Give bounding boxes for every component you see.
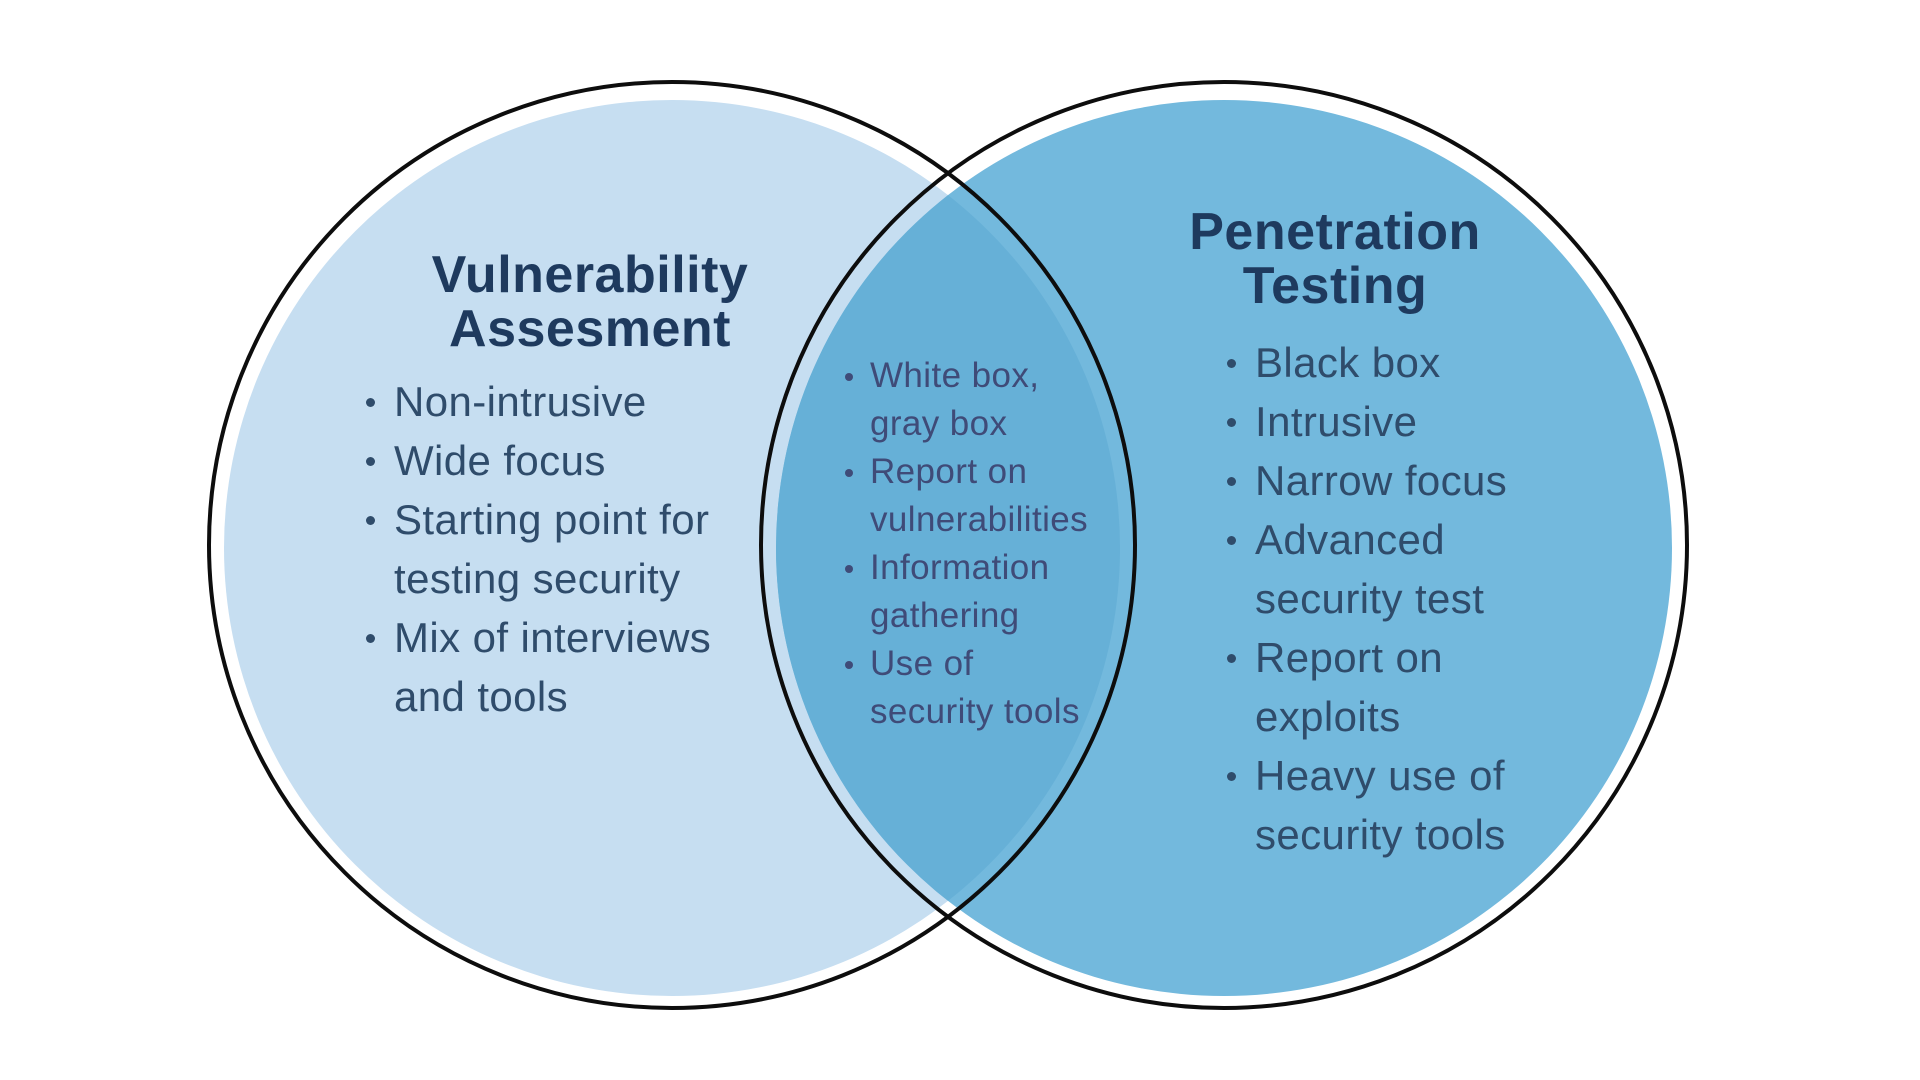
bullet-icon: [845, 373, 853, 381]
list-item-text: Mix of interviews and tools: [394, 614, 712, 720]
overlap-region-fill: [776, 100, 1120, 996]
bullet-icon: [845, 469, 853, 477]
list-item: Report on vulnerabilities: [845, 448, 1145, 544]
bullet-icon: [1227, 536, 1236, 545]
list-item-text: Wide focus: [394, 437, 606, 484]
list-item: Non-intrusive: [366, 372, 826, 431]
list-item: Mix of interviews and tools: [366, 608, 826, 726]
list-item: Use of security tools: [845, 640, 1145, 736]
list-item: Intrusive: [1227, 392, 1627, 451]
list-item: Narrow focus: [1227, 451, 1627, 510]
list-item-text: Intrusive: [1255, 398, 1418, 445]
bullet-icon: [1227, 418, 1236, 427]
bullet-icon: [845, 661, 853, 669]
list-item-text: Starting point for testing security: [394, 496, 710, 602]
list-item-text: White box, gray box: [870, 356, 1040, 443]
bullet-icon: [1227, 654, 1236, 663]
list-item: Wide focus: [366, 431, 826, 490]
list-item-text: Non-intrusive: [394, 378, 647, 425]
list-item-text: Report on vulnerabilities: [870, 452, 1089, 539]
list-item-text: Advanced security test: [1255, 516, 1485, 622]
list-item-text: Use of security tools: [870, 644, 1080, 731]
bullet-icon: [1227, 359, 1236, 368]
list-item: White box, gray box: [845, 352, 1145, 448]
list-item-text: Heavy use of security tools: [1255, 752, 1506, 858]
penetration-testing-title: Penetration Testing: [1189, 203, 1481, 315]
list-item-text: Black box: [1255, 339, 1441, 386]
list-item: Report on exploits: [1227, 628, 1627, 746]
bullet-icon: [366, 457, 375, 466]
bullet-icon: [366, 516, 375, 525]
vulnerability-assessment-title: Vulnerability Assesment: [431, 246, 749, 358]
list-item: Heavy use of security tools: [1227, 746, 1627, 864]
bullet-icon: [845, 565, 853, 573]
penetration-circle-outline: [759, 80, 1689, 1010]
list-item-text: Report on exploits: [1255, 634, 1444, 740]
bullet-icon: [1227, 772, 1236, 781]
list-item: Information gathering: [845, 544, 1145, 640]
vulnerability-circle-outline: [207, 80, 1137, 1010]
bullet-icon: [366, 634, 375, 643]
bullet-icon: [1227, 477, 1236, 486]
list-item: Advanced security test: [1227, 510, 1627, 628]
list-item: Starting point for testing security: [366, 490, 826, 608]
bullet-icon: [366, 398, 375, 407]
list-item-text: Narrow focus: [1255, 457, 1508, 504]
list-item-text: Information gathering: [870, 548, 1050, 635]
list-item: Black box: [1227, 333, 1627, 392]
